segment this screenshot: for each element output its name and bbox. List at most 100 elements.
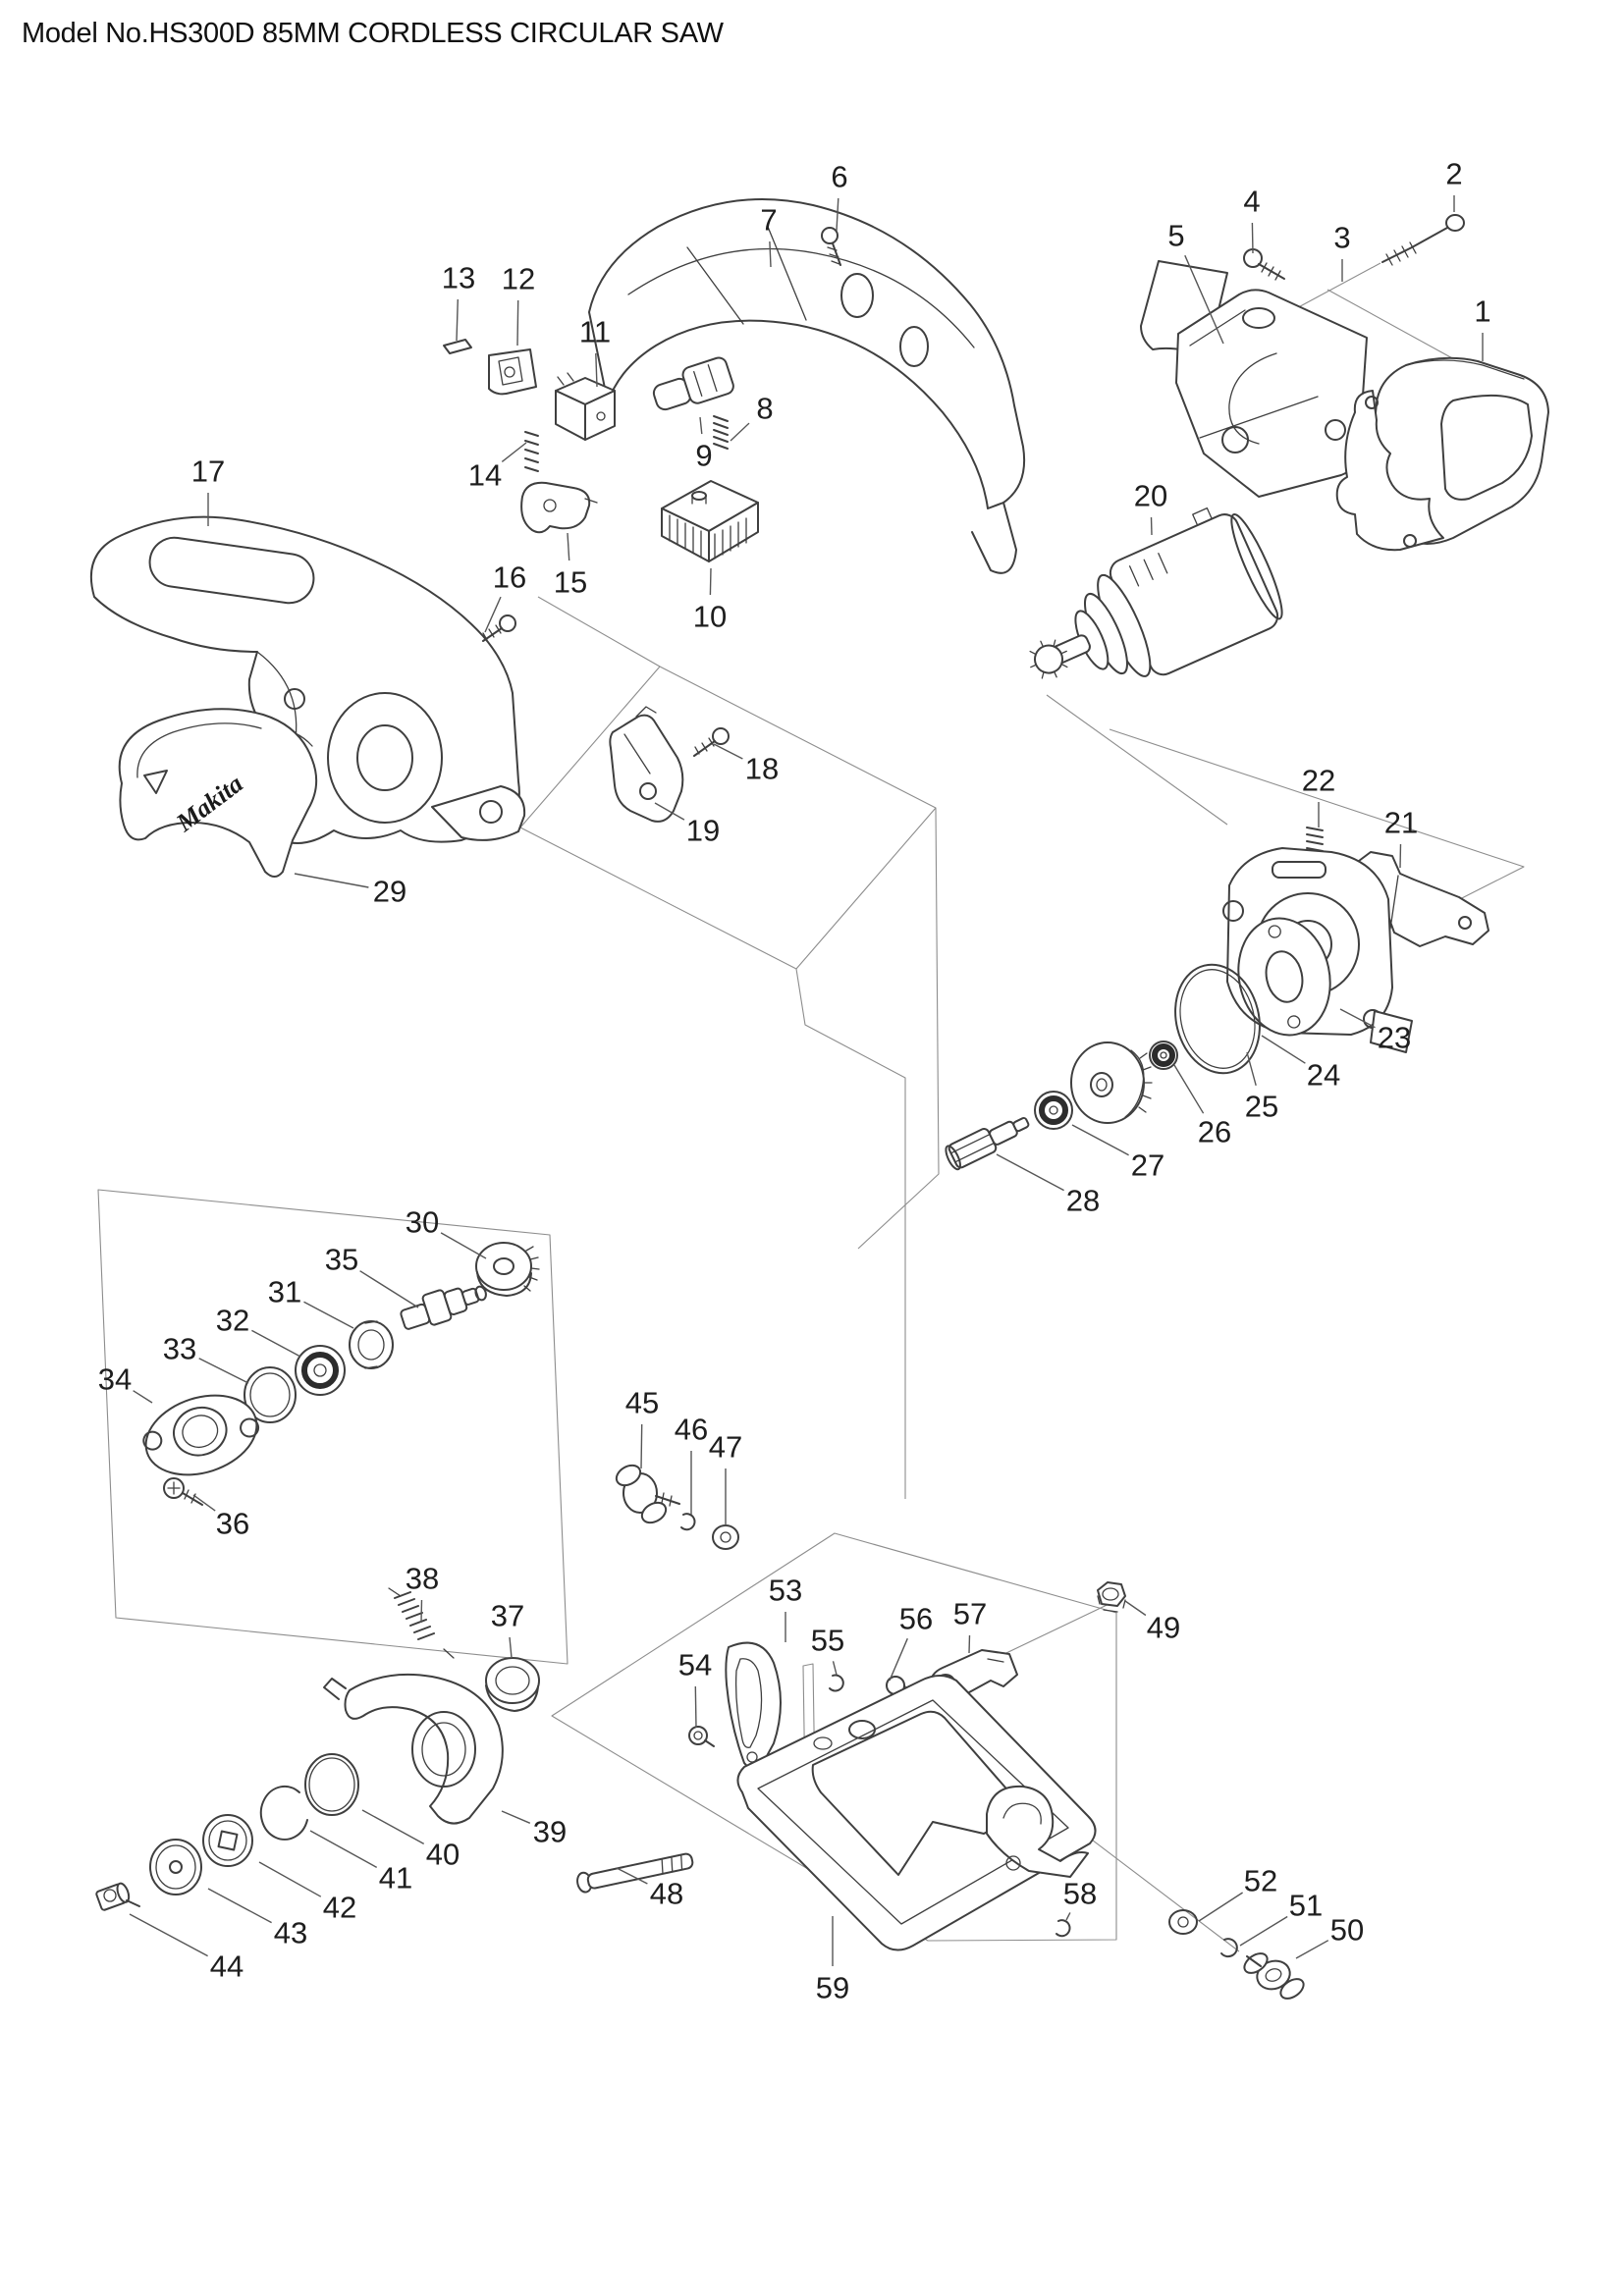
part-39-safety-cover: [323, 1673, 504, 1825]
part-40-ring: [304, 1753, 359, 1816]
callout-34-bearing-box: 34: [98, 1362, 132, 1397]
leader-line-13: [456, 298, 459, 342]
callout-57-lever-latch: 57: [953, 1597, 987, 1631]
leader-line-38: [420, 1599, 423, 1624]
leader-line-51: [1239, 1915, 1288, 1947]
part-27-spur-gear: [1034, 1041, 1153, 1130]
leader-line-33: [198, 1358, 249, 1384]
callout-33-o-ring: 33: [163, 1332, 196, 1366]
callout-5-label-sheet: 5: [1167, 219, 1184, 253]
part-15-lock-off-button: [520, 481, 598, 534]
part-50-wing-nut: [1243, 1952, 1305, 2000]
callout-17-housing-body: 17: [191, 454, 225, 489]
leader-line-6: [836, 197, 839, 232]
callout-14-compression-spring: 14: [468, 458, 502, 493]
leader-line-56: [889, 1637, 908, 1682]
callout-49-hex-nut: 49: [1147, 1611, 1180, 1645]
leader-line-18: [713, 743, 743, 760]
part-25-o-ring: [1174, 963, 1261, 1075]
callout-9-switch-plunger: 9: [695, 439, 712, 473]
callout-29-blade-case-cover: 29: [373, 875, 406, 909]
leader-line-32: [251, 1329, 301, 1358]
callout-28-gear-shaft: 28: [1066, 1184, 1100, 1218]
callout-39-safety-cover: 39: [533, 1815, 567, 1849]
part-36-screw: [163, 1477, 203, 1506]
part-31-lock-ring: [349, 1320, 394, 1369]
callout-36-screw: 36: [216, 1507, 249, 1541]
part-16-screw: [482, 614, 516, 642]
part-6-screw: [821, 227, 841, 266]
callout-21-lever: 21: [1384, 806, 1418, 840]
leader-line-40: [361, 1809, 425, 1845]
callout-43-outer-flange: 43: [274, 1916, 307, 1950]
leader-line-14: [501, 442, 527, 462]
leader-line-37: [509, 1636, 513, 1659]
callout-15-lock-off-button: 15: [554, 565, 587, 600]
leader-line-28: [996, 1153, 1064, 1192]
leader-line-25: [1246, 1051, 1257, 1086]
part-51-e-ring: [1220, 1938, 1238, 1958]
callout-50-wing-nut: 50: [1330, 1913, 1364, 1948]
leader-line-16: [484, 596, 502, 633]
callout-24-bearing-plate: 24: [1307, 1058, 1340, 1093]
part-7-handle-cover: [588, 197, 1026, 574]
callout-45-clamp-screw: 45: [625, 1386, 659, 1420]
part-10-controller-unit: [661, 480, 759, 562]
callout-44-hex-socket-bolt: 44: [210, 1949, 244, 1984]
part-19-lock-off-lever: [609, 706, 684, 823]
leader-line-55: [832, 1661, 838, 1676]
part-54-screw: [688, 1726, 715, 1747]
callout-42-inner-flange: 42: [323, 1891, 356, 1925]
callout-40-ring: 40: [426, 1838, 460, 1872]
callout-12-switch-holder: 12: [502, 262, 535, 296]
part-24-bearing-plate: [1237, 917, 1331, 1037]
part-2-bolt: [1381, 214, 1465, 266]
leader-line-57: [968, 1634, 971, 1654]
leader-line-58: [1065, 1912, 1071, 1921]
part-22-spring: [1306, 827, 1324, 852]
part-38-tension-spring: [388, 1587, 455, 1659]
part-11-switch: [555, 372, 616, 441]
callout-layer: 1234567891011121314151617181920212223242…: [98, 157, 1491, 2005]
part-14-spring: [524, 431, 539, 472]
leader-line-20: [1150, 516, 1153, 536]
callout-27-spur-gear: 27: [1131, 1148, 1164, 1183]
part-35-spindle: [400, 1285, 487, 1330]
part-58-e-ring: [1056, 1919, 1071, 1938]
part-37-ring-spacer: [485, 1657, 540, 1712]
callout-25-o-ring: 25: [1245, 1090, 1278, 1124]
callout-10-controller-unit: 10: [693, 600, 727, 634]
leader-line-24: [1261, 1035, 1306, 1064]
part-30-adjusting-knob: [475, 1242, 540, 1297]
leader-line-34: [133, 1390, 153, 1404]
callout-59-base-plate: 59: [816, 1971, 849, 2005]
callout-1-motor-housing-cap: 1: [1474, 294, 1490, 329]
leader-line-35: [359, 1270, 419, 1308]
leader-line-54: [694, 1685, 697, 1729]
part-13-contact-plate: [443, 339, 472, 354]
leader-line-26: [1173, 1064, 1205, 1114]
part-28-gear-shaft: [945, 1117, 1030, 1171]
part-53-guide-rule-arc: [725, 1641, 782, 1770]
callout-41-snap-ring: 41: [379, 1861, 412, 1896]
part-42-inner-flange: [202, 1814, 253, 1867]
part-3-motor-bracket-plate: [1175, 289, 1368, 498]
leader-line-48: [616, 1867, 648, 1885]
callout-7-handle-cover: 7: [760, 203, 777, 238]
callout-54-screw: 54: [678, 1648, 712, 1682]
leader-line-36: [192, 1494, 216, 1512]
callout-58-e-ring: 58: [1063, 1877, 1097, 1911]
callout-26-ball-bearing: 26: [1198, 1115, 1231, 1149]
construction-lines: [97, 262, 1525, 1952]
callout-35-spindle: 35: [325, 1243, 358, 1277]
part-9-plunger: [652, 356, 734, 411]
callout-38-tension-spring: 38: [406, 1562, 439, 1596]
part-49-hex-nut: [1097, 1581, 1126, 1613]
leader-line-23: [1339, 1008, 1376, 1029]
part-12-switch-holder: [488, 348, 537, 396]
callout-22-compression-spring: 22: [1302, 764, 1335, 798]
part-52-flat-washer: [1168, 1909, 1198, 1935]
callout-56-screw: 56: [899, 1602, 933, 1636]
leader-line-5: [1184, 254, 1224, 345]
